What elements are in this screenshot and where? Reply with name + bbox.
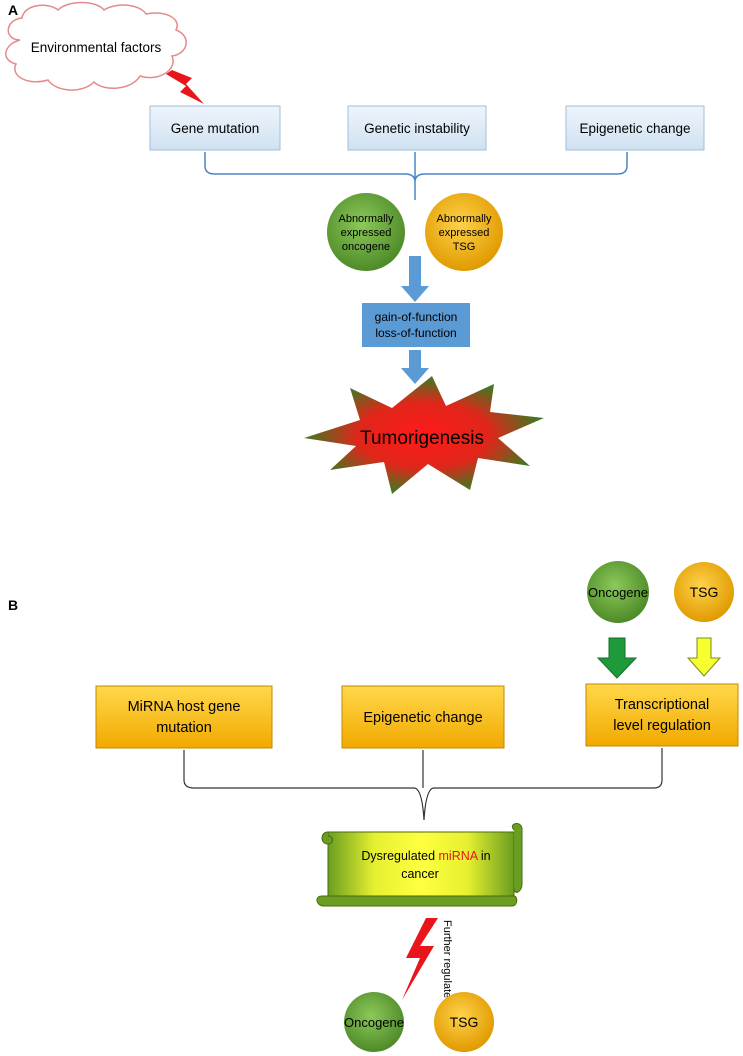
- brace-connector-a: [204, 152, 628, 200]
- svg-text:Transcriptional: Transcriptional: [615, 697, 710, 713]
- further-regulate-label: Further regulate: [441, 920, 453, 998]
- svg-text:mutation: mutation: [156, 720, 212, 736]
- down-arrow-icon: [401, 350, 429, 384]
- svg-text:expressed: expressed: [439, 227, 490, 239]
- tsg-circle-top: TSG: [674, 562, 734, 622]
- mirna-host-gene-box: MiRNA host gene mutation: [95, 685, 273, 749]
- abnormal-oncogene-circle: Abnormally expressed oncogene: [327, 193, 405, 271]
- oncogene-circle-top: Oncogene: [587, 561, 649, 623]
- panel-a-label: A: [8, 2, 19, 18]
- genetic-instability-box: Genetic instability: [347, 105, 487, 151]
- svg-text:Abnormally: Abnormally: [338, 213, 394, 225]
- down-arrow-icon: [401, 256, 429, 302]
- further-regulate-lightning-icon: [402, 918, 438, 1000]
- gene-mutation-label: Gene mutation: [171, 121, 260, 136]
- environmental-factors-cloud: Environmental factors: [5, 1, 187, 91]
- svg-text:level regulation: level regulation: [613, 718, 711, 734]
- yellow-down-arrow-icon: [686, 637, 722, 677]
- svg-text:cancer: cancer: [401, 867, 439, 881]
- tumorigenesis-label: Tumorigenesis: [360, 428, 484, 449]
- epigenetic-change-box-b: Epigenetic change: [341, 685, 505, 749]
- svg-text:TSG: TSG: [690, 584, 719, 600]
- green-down-arrow-icon: [596, 637, 638, 679]
- brace-connector-b: [183, 748, 663, 821]
- panel-b-label: B: [8, 597, 19, 613]
- function-box: gain-of-function loss-of-function: [362, 303, 470, 347]
- epigenetic-change-label-a: Epigenetic change: [579, 121, 690, 136]
- transcriptional-regulation-box: Transcriptional level regulation: [585, 683, 739, 747]
- gene-mutation-box: Gene mutation: [149, 105, 281, 151]
- svg-text:Abnormally: Abnormally: [436, 213, 492, 225]
- abnormal-tsg-circle: Abnormally expressed TSG: [425, 193, 503, 271]
- dysregulated-mirna-scroll: Dysregulated miRNA in cancer: [316, 823, 523, 907]
- svg-text:Oncogene: Oncogene: [344, 1015, 404, 1030]
- svg-text:Oncogene: Oncogene: [588, 585, 648, 600]
- svg-text:TSG: TSG: [453, 241, 476, 253]
- svg-text:loss-of-function: loss-of-function: [375, 326, 456, 340]
- lightning-bolt-icon: [166, 70, 204, 104]
- cloud-text: Environmental factors: [31, 40, 162, 55]
- svg-text:expressed: expressed: [341, 227, 392, 239]
- svg-text:Epigenetic change: Epigenetic change: [363, 710, 482, 726]
- genetic-instability-label: Genetic instability: [364, 121, 470, 136]
- tsg-circle-bottom: TSG: [434, 992, 494, 1052]
- tumorigenesis-burst: Tumorigenesis: [304, 376, 544, 494]
- oncogene-circle-bottom: Oncogene: [344, 992, 404, 1052]
- svg-text:MiRNA host gene: MiRNA host gene: [128, 699, 241, 715]
- svg-text:Dysregulated miRNA in: Dysregulated miRNA in: [361, 849, 490, 863]
- epigenetic-change-box-a: Epigenetic change: [565, 105, 705, 151]
- svg-text:gain-of-function: gain-of-function: [375, 310, 458, 324]
- svg-text:oncogene: oncogene: [342, 241, 390, 253]
- svg-text:TSG: TSG: [450, 1014, 479, 1030]
